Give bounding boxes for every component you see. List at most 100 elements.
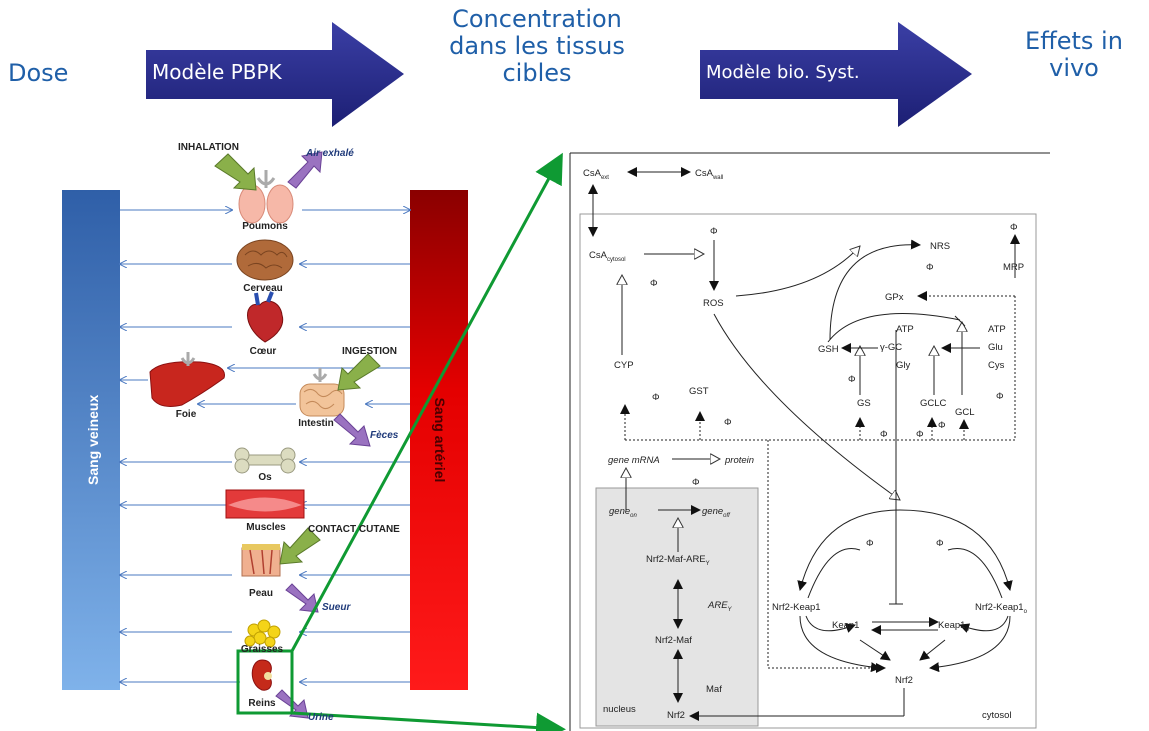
brain-icon	[236, 239, 294, 281]
node-nrf2-keap1: Nrf2-Keap1	[772, 602, 821, 613]
node-gene-mrna: gene mRNA	[608, 455, 660, 466]
organ-label-lungs: Poumons	[242, 221, 288, 232]
node-atp-1: ATP	[896, 324, 914, 335]
node-phi-9: Φ	[938, 420, 946, 431]
node-phi-2: Φ	[650, 278, 658, 289]
nucleus-label: nucleus	[603, 704, 636, 715]
bone-icon	[234, 447, 296, 474]
node-protein: protein	[724, 455, 754, 466]
organ-label-brain: Cerveau	[243, 283, 283, 294]
nucleus-compartment	[595, 487, 759, 727]
node-ros: ROS	[703, 298, 724, 309]
tissue-concentration-label: Concentration dans les tissus cibles	[449, 5, 625, 87]
node-nrf2-maf: Nrf2-Maf	[655, 635, 692, 646]
node-cys: Cys	[988, 360, 1005, 371]
bio-syst-model-label: Modèle bio. Syst.	[706, 62, 860, 83]
node-gamma-gc: γ-GC	[880, 342, 902, 353]
venous-blood-label: Sang veineux	[85, 394, 101, 485]
organ-label-fat: Graisses	[240, 644, 284, 655]
node-nrf2-keap1-o: Nrf2-Keap1o	[975, 602, 1028, 615]
route-dermal-contact: CONTACT CUTANE	[308, 524, 400, 535]
muscle-icon	[225, 489, 305, 519]
organ-label-bone: Os	[258, 472, 272, 483]
lungs-icon	[238, 170, 294, 224]
biological-network: CsAext CsAwall CsAcytosol Φ Φ ROS NRS Φ …	[569, 152, 1050, 731]
output-feces: Fèces	[370, 430, 399, 441]
organ-label-muscles: Muscles	[246, 522, 286, 533]
node-keap1: Keap1	[832, 620, 859, 631]
node-gs: GS	[857, 398, 871, 409]
node-csa-cytosol: CsAcytosol	[589, 250, 626, 263]
node-phi-4: Φ	[926, 262, 934, 273]
node-nrs: NRS	[930, 241, 950, 252]
node-phi-14: Φ	[936, 538, 944, 549]
feces-arrow	[333, 413, 371, 447]
node-keap1-o: Keap1o	[938, 620, 969, 633]
cytosol-compartment	[579, 213, 1037, 729]
liver-icon	[149, 352, 225, 407]
node-gclc: GCLC	[920, 398, 947, 409]
zoom-line-top	[290, 152, 563, 652]
node-cyp: CYP	[614, 360, 634, 371]
output-exhaled-air: Air exhalé	[306, 148, 354, 159]
pbpk-model-label: Modèle PBPK	[152, 60, 282, 84]
fat-icon	[244, 619, 281, 648]
arrow-shape	[146, 22, 404, 127]
kidney-highlight-box	[236, 649, 294, 715]
heart-icon	[247, 291, 284, 343]
node-gene-on: geneon	[609, 506, 637, 519]
organ-label-heart: Cœur	[249, 346, 277, 357]
node-gcl: GCL	[955, 407, 975, 418]
route-ingestion: INGESTION	[342, 346, 398, 357]
route-inhalation: INHALATION	[178, 142, 239, 153]
dermal-contact-route-arrow	[279, 527, 321, 565]
node-csa-wall: CsAwall	[695, 168, 723, 181]
node-atp-2: ATP	[988, 324, 1006, 335]
inhalation-route-arrow	[214, 153, 257, 191]
organ-label-skin: Peau	[249, 588, 273, 599]
ingestion-route-arrow	[337, 353, 381, 391]
node-phi-12: Φ	[692, 477, 700, 488]
organ-label-kidneys: Reins	[248, 698, 276, 709]
node-phi-11: Φ	[724, 417, 732, 428]
node-csa-ext: CsAext	[583, 168, 609, 181]
node-maf: Maf	[706, 684, 722, 695]
node-gly: Gly	[896, 360, 911, 371]
node-nrf2-maf-are: Nrf2-Maf-AREY	[646, 554, 710, 567]
sweat-arrow	[285, 583, 319, 613]
blood-flow-arrows	[120, 210, 410, 682]
node-phi-6: Φ	[996, 391, 1004, 402]
skin-icon	[241, 544, 281, 577]
node-phi-5: Φ	[848, 374, 856, 385]
output-sweat: Sueur	[322, 602, 351, 613]
bio-syst-model-arrow: Modèle bio. Syst.	[700, 22, 972, 127]
node-nrf2-nucleus: Nrf2	[667, 710, 685, 721]
zoom-line-bottom	[291, 711, 566, 731]
node-phi-1: Φ	[710, 226, 718, 237]
node-phi-3: Φ	[1010, 222, 1018, 233]
arterial-blood-column	[410, 190, 468, 690]
arterial-blood-label: Sang artériel	[432, 397, 448, 483]
dose-label: Dose	[8, 59, 69, 87]
node-are: AREY	[707, 600, 733, 613]
exhaled-air-arrow	[287, 151, 323, 189]
node-phi-8: Φ	[916, 429, 924, 440]
node-gpx: GPx	[885, 292, 904, 303]
output-urine: Urine	[308, 712, 334, 723]
node-gene-off: geneoff	[702, 506, 731, 519]
kidney-icon	[251, 659, 272, 691]
organ-label-intestine: Intestin	[298, 418, 334, 429]
node-phi-10: Φ	[652, 392, 660, 403]
venous-blood-column	[62, 190, 120, 690]
node-phi-7: Φ	[880, 429, 888, 440]
node-mrp: MRP	[1003, 262, 1024, 273]
node-phi-13: Φ	[866, 538, 874, 549]
node-nrf2-cytosol: Nrf2	[895, 675, 913, 686]
organ-label-liver: Foie	[175, 409, 197, 420]
node-gst: GST	[689, 386, 709, 397]
arrow-shape-2	[700, 22, 972, 127]
pbpk-model-arrow: Modèle PBPK	[146, 22, 404, 127]
in-vivo-effects-label: Effets in vivo	[1025, 27, 1123, 82]
node-glu: Glu	[988, 342, 1003, 353]
